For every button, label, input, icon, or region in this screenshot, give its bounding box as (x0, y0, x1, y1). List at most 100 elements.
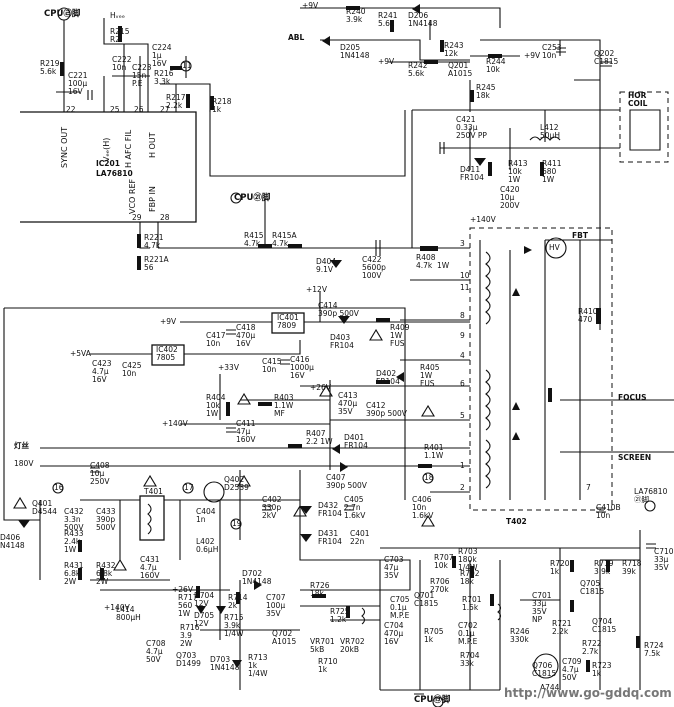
d404: D404 9.1V (316, 257, 337, 274)
t402-label: T402 (506, 517, 527, 526)
c401: C401 22n (350, 529, 370, 546)
t402-pin-10: 10 (460, 271, 470, 280)
r411: R411 680 1W (542, 159, 562, 184)
r242: R242 5.6k (408, 61, 428, 78)
c404: C404 1n (196, 507, 216, 524)
r707: R707 10k (434, 553, 454, 570)
t402-pin-5: 5 (460, 411, 465, 420)
ic201-pin-fbp: FBP IN (148, 186, 157, 212)
c402: C402 330p 2kV (262, 495, 282, 520)
c425: C425 10n (122, 361, 142, 378)
r404: R404 10k 1W (206, 393, 226, 418)
r243: R243 12k (444, 41, 464, 58)
circle-11: 11 (182, 61, 192, 70)
c221: C221 100μ 16V (68, 71, 88, 96)
c423: C423 4.7μ 16V (92, 359, 112, 384)
r715: R715 3.9k 1/4W (224, 613, 244, 638)
p140v-c: +140V (104, 603, 130, 612)
c433: C433 390p 500V (96, 507, 116, 532)
c701: C701 33μ 35V NP (532, 591, 552, 624)
ic402-7805 (151, 344, 185, 366)
c411: C411 47μ 160V (236, 419, 256, 444)
r704: R704 33k (460, 651, 480, 668)
fbt-t402-box (469, 227, 613, 511)
q704: Q704 C1815 (592, 617, 617, 634)
r218: R218 1k (212, 97, 232, 114)
r408: R408 4.7k 1W (416, 253, 450, 270)
r702: R702 18k (460, 569, 480, 586)
abl-label: ABL (288, 33, 305, 42)
q703: Q703 D1499 (176, 651, 201, 668)
c431: C431 4.7μ 160V (140, 555, 160, 580)
c432: C432 3.3n 500V (64, 507, 84, 532)
c707: C707 100μ 35V (266, 593, 286, 618)
p26v: +26V (310, 383, 331, 392)
r705: R705 1k (424, 627, 444, 644)
c710: C710 33μ 35V (654, 547, 674, 572)
r724: R724 7.5k (644, 641, 664, 658)
q401: Q401 D4544 (32, 499, 57, 516)
r244: R244 10k (486, 57, 506, 74)
p12v: +12V (306, 285, 327, 294)
c405: C405 2.7n 1.6kV (344, 495, 366, 520)
c422: C422 5600p 100V (362, 255, 386, 280)
c408: C408 10μ 250V (90, 461, 110, 486)
r433: R433 2.4k 1W (64, 529, 84, 554)
p9v-mid: +9V (378, 57, 395, 66)
c222: C222 10n (112, 55, 132, 72)
r701: R701 1.5k (462, 595, 482, 612)
q201: Q201 A1015 (448, 61, 473, 78)
ic401-7809 (271, 312, 305, 334)
r219: R219 5.6k (40, 59, 60, 76)
watermark: http://www.go-gddq.com (504, 686, 672, 700)
hor-coil-label: HOR COIL (628, 91, 648, 108)
d205: D205 1N4148 (340, 43, 370, 60)
r720: R720 1k (550, 559, 570, 576)
l414: L414 800μH (116, 605, 141, 622)
circle-18: 18 (424, 473, 434, 482)
c702: C702 0.1μ M.P.E (458, 621, 478, 646)
r221: R221 4.7k (144, 233, 164, 250)
r703: R703 180k 1/4W (458, 547, 478, 572)
ic201-pin-hout: H OUT (148, 132, 157, 158)
c704: C704 470μ 16V (384, 621, 404, 646)
circle-19: 19 (232, 519, 242, 528)
r217: R217 2.2k (166, 93, 186, 110)
c253: C253 10n (542, 43, 562, 60)
l412: L412 50μH (540, 123, 560, 140)
c413: C413 470μ 35V (338, 391, 358, 416)
c420: C420 10μ 200V (500, 185, 520, 210)
a744: A744 (540, 683, 560, 692)
t402-pin-7: 7 (586, 483, 591, 492)
d206: D206 1N4148 (408, 11, 438, 28)
d431: D431 FR104 (318, 529, 342, 546)
d704: D704 12V (194, 591, 215, 608)
c224: C224 1μ 16V (152, 43, 172, 68)
pin-28: 28 (160, 213, 170, 222)
pin-27: 27 (160, 105, 170, 114)
ic401-label: IC401 7809 (277, 313, 299, 330)
r721: R721 2.2k (552, 619, 572, 636)
r431: R431 6.8k 2W (64, 561, 84, 586)
cpu21-label: CPU㉑脚 (234, 193, 271, 203)
r432: R432 6.8k 2W (96, 561, 116, 586)
r415: R415 4.7k (244, 231, 264, 248)
hv-terminal (545, 237, 567, 259)
r725: R725 1.2k (330, 607, 350, 624)
screen-label: SCREEN (618, 453, 652, 462)
q706: Q706 C1815 (532, 661, 557, 678)
ic201-block (20, 111, 197, 223)
c708: C708 4.7μ 50V (146, 639, 166, 664)
c705: C705 0.1μ M.P.E (390, 595, 410, 620)
hv-label: HV (549, 243, 560, 252)
ic201-pin-vco: VCO REF (128, 178, 137, 214)
ic201-name: IC201 (96, 159, 120, 168)
c223: C223 15n P.E (132, 63, 152, 88)
r241: R241 5.6k (378, 11, 398, 28)
hor-coil-box (619, 91, 669, 163)
d703: D703 1N4148 (210, 655, 240, 672)
c412: C412 390p 500V (366, 401, 407, 418)
t401-transformer (139, 495, 165, 541)
r409: R409 1W FUS (390, 323, 410, 348)
